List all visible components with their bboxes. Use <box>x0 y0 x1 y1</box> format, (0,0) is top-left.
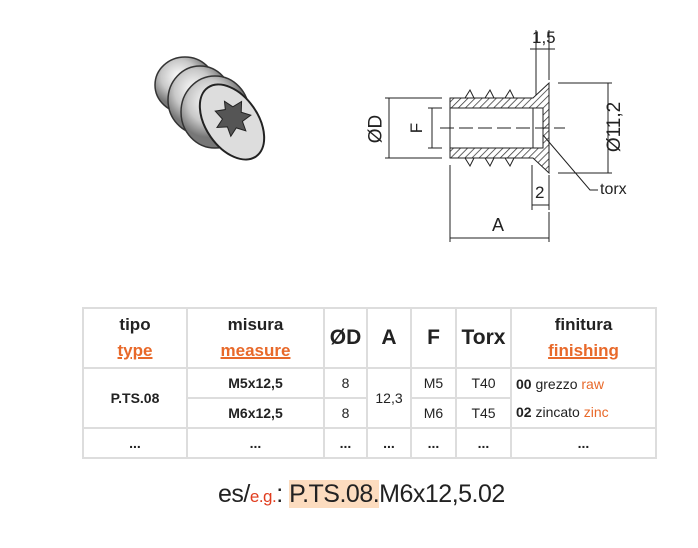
header-f: F <box>410 307 457 369</box>
product-drawings <box>154 30 612 242</box>
header-d: ØD <box>323 307 368 369</box>
header-finishing-it: finitura <box>554 315 613 334</box>
header-type: tipo type <box>82 307 188 369</box>
finish-code: 00 <box>516 376 532 392</box>
finish-en: raw <box>581 376 604 392</box>
header-torx: Torx <box>455 307 512 369</box>
example-code: es/e.g.: P.TS.08.M6x12,5.02 <box>218 480 505 509</box>
technical-drawing <box>385 30 612 242</box>
measure-cell: M6x12,5 <box>186 397 325 429</box>
header-measure-it: misura <box>227 315 284 334</box>
header-finishing-en: finishing <box>548 341 619 360</box>
table-row: M6x12,5 8 M6 T45 <box>83 397 656 429</box>
table-row: P.TS.08 M5x12,5 8 12,3 M5 T40 00 grezzo … <box>82 367 657 429</box>
dim-diameter-d-label: ØD <box>365 114 387 144</box>
header-type-it: tipo <box>119 315 151 334</box>
f-cell: M6 <box>410 397 457 429</box>
dim-f-label: F <box>407 122 427 134</box>
ellipsis-cell: ... <box>323 427 368 459</box>
ellipsis-cell: ... <box>366 427 412 459</box>
finish-it: zincato <box>535 404 580 420</box>
table-header-row: tipo type misura measure ØD A F Torx finit… <box>82 307 657 369</box>
insert-3d-image <box>154 56 266 161</box>
finishing-cell: 00 grezzo raw 02 zincato zinc <box>510 367 657 429</box>
product-table: tipo type misura measure ØD A F Torx finit… <box>82 307 657 459</box>
dim-a-label: A <box>492 215 505 235</box>
example-label-it: es/ <box>218 480 250 508</box>
dim-flange-label: 1,5 <box>532 28 556 47</box>
ellipsis-cell: ... <box>186 427 325 459</box>
type-cell: P.TS.08 <box>82 367 188 429</box>
dim-head-diameter-label: Ø11,2 <box>604 101 626 153</box>
header-measure-en: measure <box>220 341 291 360</box>
example-label-en: e.g. <box>249 487 277 506</box>
header-type-en: type <box>117 341 153 360</box>
finish-en: zinc <box>583 404 609 420</box>
ellipsis-cell: ... <box>455 427 512 459</box>
a-cell: 12,3 <box>366 367 412 429</box>
ellipsis-cell: ... <box>510 427 657 459</box>
torx-cell: T40 <box>455 367 512 399</box>
d-cell: 8 <box>323 367 368 399</box>
measure-cell: M5x12,5 <box>186 367 325 399</box>
header-finishing: finitura finishing <box>510 307 657 369</box>
example-rest: M6x12,5.02 <box>379 480 505 508</box>
torx-label: torx <box>600 181 627 198</box>
d-cell: 8 <box>323 397 368 429</box>
example-separator: : <box>276 480 290 508</box>
dim-2-label: 2 <box>535 183 545 202</box>
ellipsis-cell: ... <box>82 427 188 459</box>
example-highlight: P.TS.08. <box>289 480 380 508</box>
torx-cell: T45 <box>455 397 512 429</box>
header-measure: misura measure <box>186 307 325 369</box>
table-row-ellipsis: ... ... ... ... ... ... ... <box>82 427 657 459</box>
finish-it: grezzo <box>535 376 578 392</box>
header-a: A <box>366 307 412 369</box>
f-cell: M5 <box>410 367 457 399</box>
finish-code: 02 <box>516 404 532 420</box>
ellipsis-cell: ... <box>410 427 457 459</box>
